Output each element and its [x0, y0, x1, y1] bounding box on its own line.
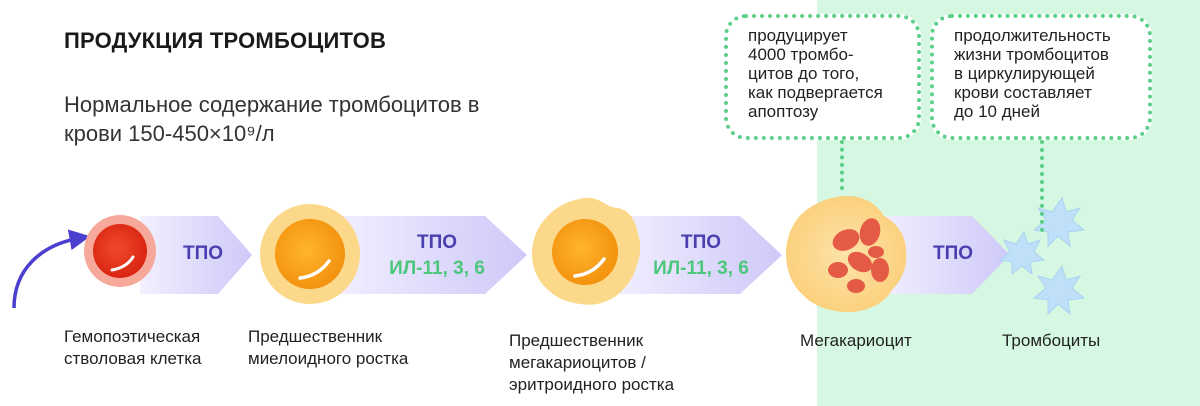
normal-platelet-count-text: Нормальное содержание тромбоцитов в кров…	[64, 92, 480, 146]
platelets-icon	[998, 196, 1086, 316]
stage-label-myeloid-progenitor: Предшественник миелоидного ростка	[248, 327, 409, 368]
arrow-4-label: ТПО	[918, 241, 988, 267]
arrow-3-label: ТПО ИЛ-11, 3, 6	[636, 230, 766, 282]
arrow-1-shape	[140, 216, 252, 294]
megakaryocyte-icon	[786, 196, 907, 312]
platelet-note-connector	[1040, 140, 1044, 232]
myeloid-progenitor-icon	[260, 204, 360, 304]
stem-cell-icon	[84, 215, 156, 287]
arrow-3-shape	[610, 216, 782, 294]
arrow-2-il: ИЛ-11, 3, 6	[389, 258, 485, 279]
megakaryocyte-note: продуцирует 4000 тромбо- цитов до того, …	[724, 14, 921, 140]
mk-erythroid-progenitor-icon	[532, 197, 641, 305]
stage-label-mk-erythroid-progenitor: Предшественник мегакариоцитов / эритроид…	[509, 331, 675, 394]
arrow-4-tpo: ТПО	[932, 243, 974, 264]
arrow-1-label: ТПО	[168, 241, 238, 267]
stage-label-megakaryocyte: Мегакариоцит	[800, 331, 912, 350]
curved-arrow-icon	[12, 229, 91, 309]
arrow-1-tpo: ТПО	[182, 243, 224, 264]
platelet-lifespan-note: продолжительность жизни тромбоцитов в ци…	[930, 14, 1152, 140]
stage-label-platelets: Тромбоциты	[1002, 331, 1101, 350]
arrow-3-tpo: ТПО	[680, 232, 722, 253]
arrow-4-shape	[880, 216, 1010, 294]
page-title: ПРОДУКЦИЯ ТРОМБОЦИТОВ	[64, 28, 387, 53]
stage-label-stem-cell: Гемопоэтическая стволовая клетка	[64, 327, 202, 368]
arrow-2-label: ТПО ИЛ-11, 3, 6	[372, 230, 502, 282]
arrow-2-tpo: ТПО	[416, 232, 458, 253]
arrow-3-il: ИЛ-11, 3, 6	[653, 258, 749, 279]
arrow-2-shape	[330, 216, 527, 294]
megakaryocyte-note-connector	[840, 140, 844, 190]
